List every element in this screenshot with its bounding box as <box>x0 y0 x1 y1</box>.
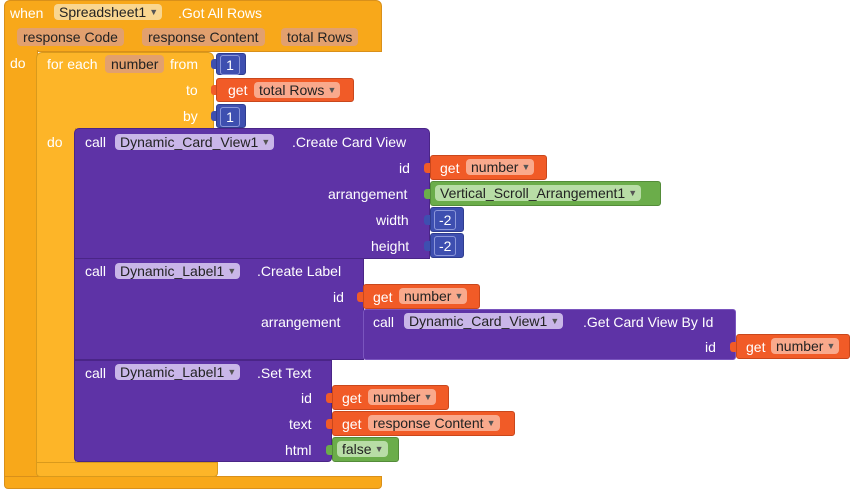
to-connector <box>211 85 217 95</box>
create-label-arrangement-label: arrangement <box>261 314 341 330</box>
event-block-footer <box>4 476 382 489</box>
create-card-height-connector <box>424 241 430 251</box>
get-card-component-label: Dynamic_Card_View1 <box>409 313 548 329</box>
for-each-var-number[interactable]: number <box>105 55 165 73</box>
set-text-component-dropdown[interactable]: Dynamic_Label1 ▼ <box>115 364 241 380</box>
get-card-id-var-label: number <box>776 338 824 354</box>
chevron-down-icon: ▼ <box>454 291 464 301</box>
create-card-arrangement-label: arrangement <box>328 186 408 202</box>
chevron-down-icon: ▼ <box>486 418 496 428</box>
by-connector <box>211 111 217 121</box>
set-text-id-var-label: number <box>373 389 421 405</box>
set-text-html-dropdown[interactable]: false ▼ <box>337 441 388 457</box>
create-label-call-label: call <box>85 263 107 279</box>
create-card-width-value[interactable]: -2 <box>434 210 457 230</box>
chevron-down-icon: ▼ <box>826 341 836 351</box>
create-card-id-var-dropdown[interactable]: number ▼ <box>466 159 535 175</box>
create-label-arrangement-connector <box>357 317 363 327</box>
create-card-method: .Create Card View <box>292 134 407 150</box>
create-card-arrangement-connector <box>424 189 430 199</box>
get-card-component-dropdown[interactable]: Dynamic_Card_View1 ▼ <box>404 313 564 329</box>
set-text-id-connector <box>326 393 332 403</box>
to-var-label: total Rows <box>259 82 325 98</box>
get-card-call-label: call <box>373 314 395 330</box>
from-connector <box>211 59 217 69</box>
component-dropdown-label: Spreadsheet1 <box>59 4 147 20</box>
create-card-height-label: height <box>371 238 410 254</box>
chevron-down-icon: ▼ <box>149 7 159 17</box>
create-card-id-var-label: number <box>471 159 519 175</box>
component-dropdown-spreadsheet[interactable]: Spreadsheet1 ▼ <box>54 4 163 20</box>
chevron-down-icon: ▼ <box>550 316 560 326</box>
chevron-down-icon: ▼ <box>227 266 237 276</box>
set-text-text-label: text <box>289 416 312 432</box>
set-text-id-get-label: get <box>342 390 362 406</box>
get-card-id-connector <box>730 342 736 352</box>
create-label-id-connector <box>357 292 363 302</box>
set-text-html-value: false <box>342 441 372 457</box>
set-text-id-var-dropdown[interactable]: number ▼ <box>368 389 437 405</box>
create-card-arrangement-value: Vertical_Scroll_Arrangement1 <box>440 185 626 201</box>
to-var-dropdown[interactable]: total Rows ▼ <box>254 82 341 98</box>
chevron-down-icon: ▼ <box>628 188 638 198</box>
by-label: by <box>183 108 198 124</box>
create-label-component-label: Dynamic_Label1 <box>120 263 225 279</box>
set-text-html-connector <box>326 445 332 455</box>
for-each-left-rail <box>36 128 76 468</box>
from-label: from <box>170 56 198 72</box>
event-name: .Got All Rows <box>178 5 263 21</box>
create-card-call-label: call <box>85 134 107 150</box>
to-label: to <box>186 82 198 98</box>
chevron-down-icon: ▼ <box>374 444 384 454</box>
create-label-component-dropdown[interactable]: Dynamic_Label1 ▼ <box>115 263 241 279</box>
create-card-arrangement-dropdown[interactable]: Vertical_Scroll_Arrangement1 ▼ <box>435 185 642 201</box>
set-text-text-var-dropdown[interactable]: response Content ▼ <box>368 415 500 431</box>
get-card-id-get-label: get <box>746 339 766 355</box>
set-text-id-label: id <box>301 390 312 406</box>
set-text-text-var-label: response Content <box>373 415 484 431</box>
set-text-call-label: call <box>85 365 107 381</box>
from-value[interactable]: 1 <box>220 55 240 75</box>
param-total-rows[interactable]: total Rows <box>281 28 359 46</box>
chevron-down-icon: ▼ <box>327 85 337 95</box>
create-card-id-get-label: get <box>440 160 460 176</box>
create-card-component-label: Dynamic_Card_View1 <box>120 134 259 150</box>
set-text-text-get-label: get <box>342 416 362 432</box>
create-card-id-label: id <box>399 160 410 176</box>
create-card-component-dropdown[interactable]: Dynamic_Card_View1 ▼ <box>115 134 275 150</box>
by-value[interactable]: 1 <box>220 107 240 127</box>
chevron-down-icon: ▼ <box>521 162 531 172</box>
for-each-label: for each <box>47 56 98 72</box>
create-label-method: .Create Label <box>257 263 342 279</box>
chevron-down-icon: ▼ <box>261 137 271 147</box>
get-card-method: .Get Card View By Id <box>583 314 714 330</box>
create-card-id-connector <box>424 163 430 173</box>
event-block-body-left <box>4 50 38 480</box>
get-card-id-var-dropdown[interactable]: number ▼ <box>771 338 840 354</box>
create-card-height-value[interactable]: -2 <box>434 236 457 256</box>
create-label-id-var-label: number <box>404 288 452 304</box>
set-text-method: .Set Text <box>257 365 312 381</box>
chevron-down-icon: ▼ <box>423 392 433 402</box>
create-card-width-label: width <box>376 212 409 228</box>
chevron-down-icon: ▼ <box>227 367 237 377</box>
set-text-text-connector <box>326 419 332 429</box>
create-label-id-label: id <box>333 289 344 305</box>
when-label: when <box>10 5 44 21</box>
event-do-label: do <box>10 55 26 71</box>
to-get-label: get <box>228 82 248 98</box>
param-response-code[interactable]: response Code <box>17 28 124 46</box>
set-text-html-label: html <box>285 442 312 458</box>
create-label-id-var-dropdown[interactable]: number ▼ <box>399 288 468 304</box>
for-each-do-label: do <box>47 134 63 150</box>
set-text-component-label: Dynamic_Label1 <box>120 364 225 380</box>
param-response-content[interactable]: response Content <box>142 28 265 46</box>
create-label-id-get-label: get <box>373 289 393 305</box>
get-card-id-label: id <box>705 339 716 355</box>
create-card-width-connector <box>424 215 430 225</box>
for-each-footer <box>36 462 218 477</box>
